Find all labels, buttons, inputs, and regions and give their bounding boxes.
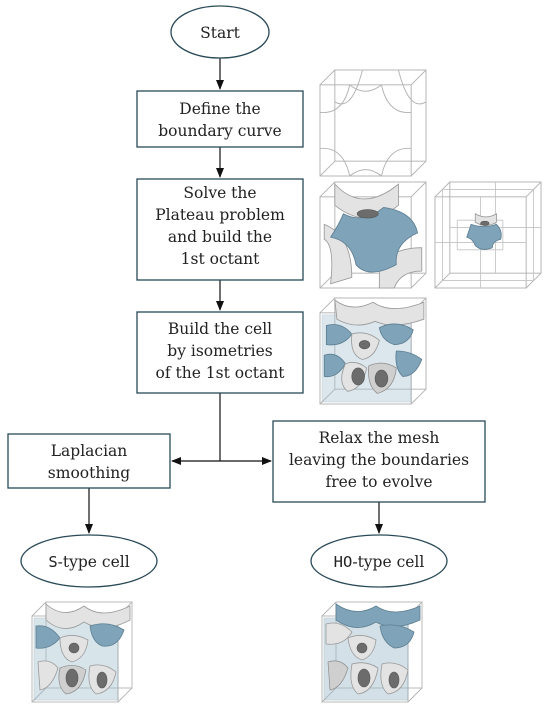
define-label-line-1: Define the [179,100,260,118]
laplacian-label-line-2: smoothing [48,464,130,482]
boundary-curve-cube-image [319,69,427,177]
laplacian-label-line-1: Laplacian [51,442,128,460]
define-label-line-2: boundary curve [158,122,281,140]
ho-type-cell-node: HO-type cell [310,534,448,588]
solve-plateau-node: Solve the Plateau problem and build the … [136,178,304,281]
solve-label-line-1: Solve the [183,184,256,202]
assembled-cell-image [319,297,427,405]
solve-label-line-2: Plateau problem [155,206,285,224]
octant-in-grid-cube-image [434,181,542,289]
solve-label-line-4: 1st octant [181,250,260,268]
ho-type-cell-image [321,601,423,703]
s-type-cell-image [31,601,133,703]
s-type-label: S-type cell [48,553,129,571]
solve-label-line-3: and build the [168,228,272,246]
start-node: Start [170,5,270,59]
build-label-line-2: by isometries [167,342,272,360]
build-label-line-1: Build the cell [168,320,272,338]
build-label-line-3: of the 1st octant [156,364,286,382]
define-boundary-node: Define the boundary curve [136,90,304,148]
start-label: Start [200,24,240,42]
relax-label-line-3: free to evolve [325,473,432,491]
build-cell-node: Build the cell by isometries of the 1st … [136,311,304,394]
relax-label-line-1: Relax the mesh [319,429,440,447]
first-octant-surface-image [319,181,427,289]
s-type-cell-node: S-type cell [20,534,158,588]
relax-label-line-2: leaving the boundaries [289,451,469,469]
laplacian-smoothing-node: Laplacian smoothing [7,433,171,489]
relax-mesh-node: Relax the mesh leaving the boundaries fr… [272,420,486,503]
ho-type-label: HO-type cell [334,553,425,571]
